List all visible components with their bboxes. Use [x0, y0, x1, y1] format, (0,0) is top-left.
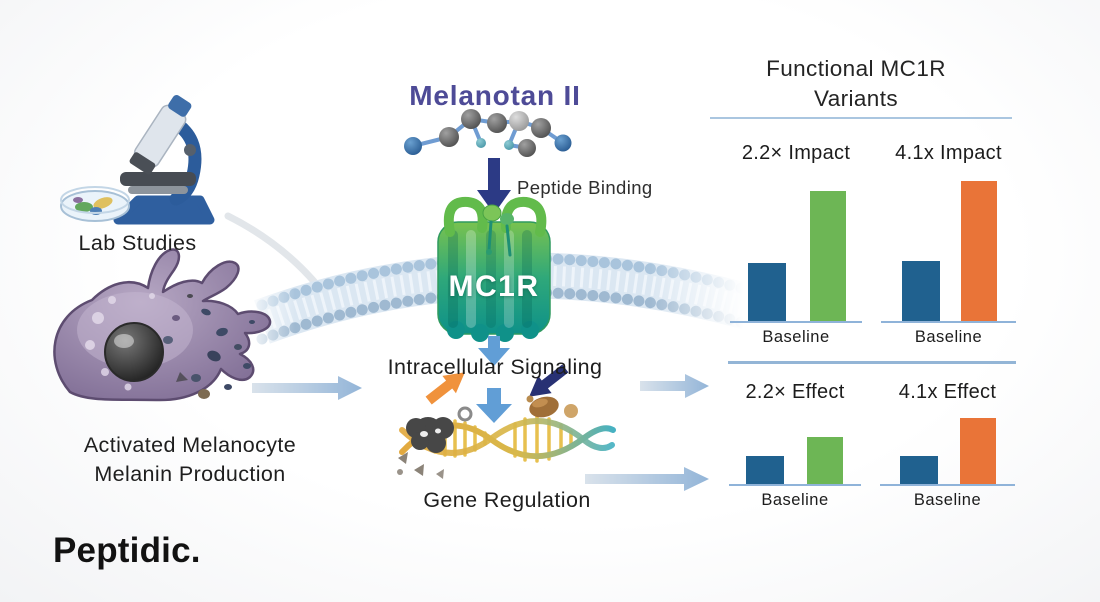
baseline-bar [902, 261, 940, 321]
intracellular-signaling-label: Intracellular Signaling [387, 355, 603, 379]
chart-plot-area [729, 381, 861, 486]
microscope-icon [113, 94, 215, 225]
chart-title: 4.1x Impact [895, 142, 1002, 164]
bar-chart-impact-2-2x: 2.2× Impact Baseline [730, 142, 862, 357]
orange-signal-arrow [425, 372, 465, 405]
chart-plot-area [730, 142, 862, 323]
chart-title: 4.1x Effect [898, 381, 997, 403]
variant-bar [961, 181, 997, 321]
baseline-bar [900, 456, 938, 484]
panel-title: Functional MC1R Variants [705, 54, 1007, 114]
chart-title: 2.2× Effect [745, 381, 845, 403]
chart-plot-area [881, 142, 1016, 323]
receptor-label: MC1R [448, 270, 540, 303]
x-axis-label: Baseline [914, 328, 983, 346]
chart-plot-area [880, 381, 1015, 486]
bar-chart-impact-4-1x: 4.1x Impact Baseline [881, 142, 1016, 357]
melanocyte-cell-icon [53, 248, 272, 402]
receptor-down-arrow [478, 336, 510, 366]
bar-chart-effect-2-2x: 2.2× Effect Baseline [729, 381, 861, 519]
panel-title-underline [710, 117, 1012, 119]
panel-section-divider [728, 361, 1016, 364]
signaling-down-arrow [476, 388, 512, 423]
mc1r-receptor-icon [437, 196, 551, 342]
panel-title-line2: Variants [813, 86, 899, 111]
chart-title: 2.2× Impact [741, 142, 851, 164]
variant-bar [810, 191, 846, 321]
melanocyte-flow-arrow [252, 376, 362, 400]
panel-title-line1: Functional MC1R [766, 56, 946, 81]
gene-regulation-label: Gene Regulation [423, 488, 591, 512]
peptide-binding-label: Peptide Binding [517, 177, 653, 198]
signaling-flow-arrow [640, 374, 709, 398]
variant-bar [960, 418, 996, 484]
navy-signal-arrow [529, 364, 569, 397]
peptide-molecule-icon [404, 109, 572, 157]
gene-flow-arrow [585, 467, 709, 491]
peptide-binding-arrow [477, 158, 511, 214]
x-axis-label: Baseline [761, 491, 829, 509]
melanocyte-label-line1: Activated Melanocyte [83, 433, 297, 457]
petri-dish-icon [60, 186, 130, 222]
brand-logo: Peptidic. [53, 531, 201, 570]
melanocyte-label-line2: Melanin Production [94, 462, 286, 486]
dna-helix-icon [399, 414, 616, 463]
x-axis-label: Baseline [913, 491, 982, 509]
bar-chart-effect-4-1x: 4.1x Effect Baseline [880, 381, 1015, 519]
x-axis-label: Baseline [762, 328, 830, 346]
variant-bar [807, 437, 843, 484]
diagram-title: Melanotan II [409, 80, 581, 111]
lab-studies-label: Lab Studies [78, 231, 197, 255]
melanocyte-label: Activated Melanocyte Melanin Production [35, 431, 345, 489]
baseline-bar [746, 456, 784, 484]
baseline-bar [748, 263, 786, 321]
melanin-granule-icon [397, 395, 578, 479]
